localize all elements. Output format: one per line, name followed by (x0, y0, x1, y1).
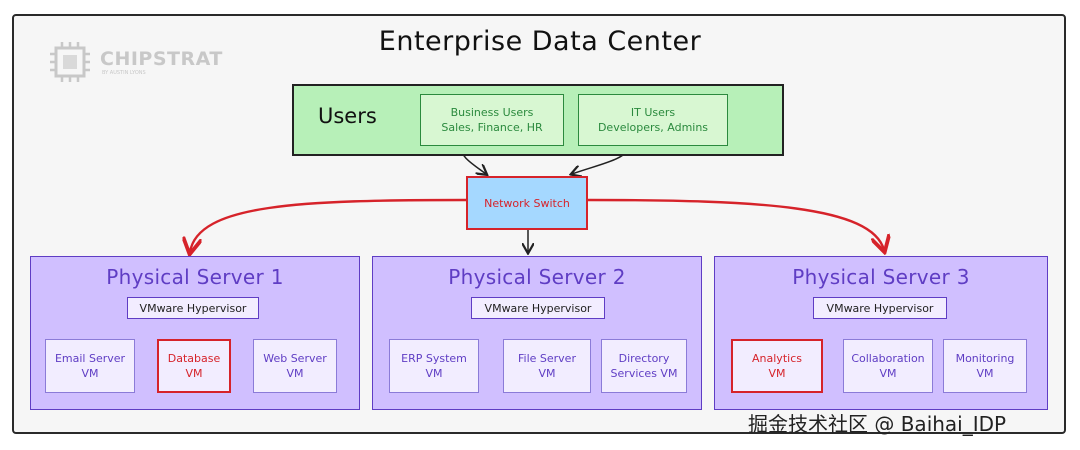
users-label: Users (318, 104, 377, 128)
business-users-title: Business Users (450, 106, 534, 119)
physical-server-2: Physical Server 2 VMware Hypervisor ERP … (372, 256, 702, 410)
source-watermark: 掘金技术社区 @ Baihai_IDP (748, 412, 1007, 436)
vm-sublabel: VM (976, 367, 994, 380)
vm-directory-services: Directory Services VM (601, 339, 687, 393)
vm-email-server: Email Server VM (45, 339, 135, 393)
vm-collaboration: Collaboration VM (843, 339, 933, 393)
business-users-detail: Sales, Finance, HR (441, 121, 543, 134)
vm-sublabel: VM (185, 367, 203, 380)
vm-sublabel: VM (425, 367, 443, 380)
business-users-box: Business Users Sales, Finance, HR (420, 94, 564, 146)
it-users-title: IT Users (630, 106, 676, 119)
vm-sublabel: VM (538, 367, 556, 380)
arrow-switch-to-server3 (587, 198, 884, 250)
network-switch-label: Network Switch (484, 196, 570, 210)
vm-label: Web Server (263, 352, 327, 365)
vm-sublabel: Services VM (610, 367, 678, 380)
vm-label: Database (167, 352, 221, 365)
vm-sublabel: VM (879, 367, 897, 380)
vm-sublabel: VM (286, 367, 304, 380)
vm-label: Directory (618, 352, 670, 365)
physical-server-1: Physical Server 1 VMware Hypervisor Emai… (30, 256, 360, 410)
vm-analytics: Analytics VM (731, 339, 823, 393)
network-switch: Network Switch (466, 176, 588, 230)
server-title: Physical Server 3 (792, 265, 970, 289)
server-title: Physical Server 1 (106, 265, 284, 289)
vm-sublabel: VM (81, 367, 99, 380)
logo-tagline: BY AUSTIN LYONS (102, 70, 146, 76)
chip-logo-icon (50, 42, 90, 82)
it-users-detail: Developers, Admins (597, 121, 709, 134)
vm-label: Email Server (54, 352, 126, 365)
users-group: Users Business Users Sales, Finance, HR … (292, 84, 784, 156)
vm-label: Analytics (752, 352, 802, 365)
vm-monitoring: Monitoring VM (943, 339, 1027, 393)
server-title: Physical Server 2 (448, 265, 626, 289)
hypervisor-box: VMware Hypervisor (813, 297, 947, 319)
vm-label: File Server (518, 352, 576, 365)
logo-wordmark: CHIPSTRAT (100, 48, 223, 70)
hypervisor-box: VMware Hypervisor (127, 297, 259, 319)
hypervisor-box: VMware Hypervisor (471, 297, 605, 319)
vm-label: ERP System (401, 352, 467, 365)
vm-label: Monitoring (955, 352, 1015, 365)
vm-file-server: File Server VM (503, 339, 591, 393)
physical-server-3: Physical Server 3 VMware Hypervisor Anal… (714, 256, 1048, 410)
diagram-title: Enterprise Data Center (378, 26, 702, 57)
vm-erp-system: ERP System VM (389, 339, 479, 393)
vm-web-server: Web Server VM (253, 339, 337, 393)
vm-database: Database VM (157, 339, 231, 393)
vm-sublabel: VM (768, 367, 786, 380)
it-users-box: IT Users Developers, Admins (578, 94, 728, 146)
vm-label: Collaboration (851, 352, 925, 365)
arrow-switch-to-server1 (190, 198, 467, 252)
